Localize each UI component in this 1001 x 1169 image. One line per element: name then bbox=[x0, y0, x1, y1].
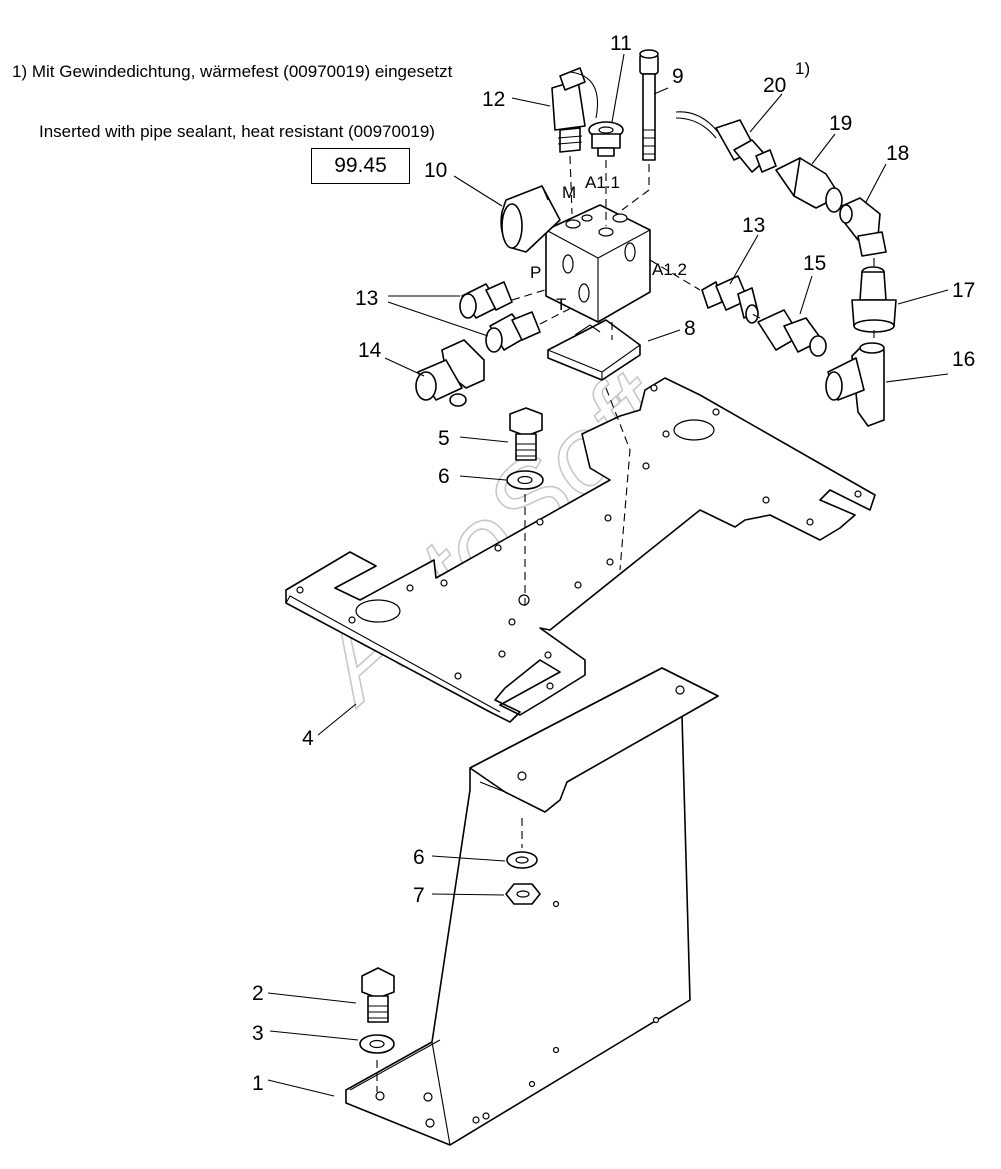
tee-fitting bbox=[825, 342, 885, 427]
test-coupling bbox=[551, 67, 599, 153]
installation-note: 1) Mit Gewindedichtung, wärmefest (00970… bbox=[12, 22, 452, 182]
washer-bolt-lower bbox=[359, 1034, 395, 1054]
callout-1: 1 bbox=[252, 1072, 264, 1095]
hex-bolt-upper bbox=[509, 407, 543, 461]
adapter-plate bbox=[547, 319, 641, 381]
nipple-left-lower bbox=[485, 311, 541, 353]
hex-bolt-lower bbox=[361, 967, 395, 1023]
callout-11: 11 bbox=[610, 32, 632, 55]
washer-lower bbox=[506, 851, 538, 869]
callout-14: 14 bbox=[358, 339, 382, 362]
port-label-a1-1: A1.1 bbox=[585, 173, 620, 192]
port-label-a1-2: A1.2 bbox=[652, 260, 687, 279]
port-label-t: T bbox=[556, 295, 566, 314]
swivel-elbow bbox=[415, 339, 485, 407]
callout-numbers: 1 2 3 4 5 6 6 7 8 9 10 11 12 13 13 14 15… bbox=[252, 32, 975, 1095]
nipple-left-upper bbox=[459, 281, 513, 319]
callout-20: 20 bbox=[763, 74, 786, 97]
nipple-right bbox=[701, 275, 759, 324]
callout-13-left: 13 bbox=[355, 287, 378, 310]
callout-4: 4 bbox=[302, 727, 314, 750]
callout-19: 19 bbox=[829, 112, 852, 135]
callout-2: 2 bbox=[252, 982, 264, 1005]
port-label-p: P bbox=[530, 263, 541, 282]
callout-7: 7 bbox=[413, 884, 425, 907]
callout-9: 9 bbox=[672, 65, 684, 88]
assembly-axes bbox=[376, 155, 875, 1092]
long-bolt bbox=[639, 49, 659, 161]
callout-20-footnote: 1) bbox=[795, 59, 810, 78]
callout-16: 16 bbox=[952, 348, 975, 371]
callout-6-lower: 6 bbox=[413, 846, 425, 869]
port-labels: M A1.1 P T A1.2 bbox=[530, 173, 687, 314]
callout-5: 5 bbox=[438, 427, 450, 450]
reference-box: 99.45 bbox=[311, 148, 410, 184]
callout-6-upper: 6 bbox=[438, 465, 450, 488]
pressure-switch bbox=[675, 111, 777, 173]
reducer-fitting bbox=[775, 157, 843, 213]
leader-lines bbox=[267, 53, 949, 1097]
bracket-stand bbox=[345, 667, 719, 1146]
washer-upper bbox=[506, 470, 544, 490]
callout-8: 8 bbox=[684, 317, 696, 340]
solenoid-coil bbox=[500, 185, 561, 253]
union-connector bbox=[757, 309, 827, 357]
straight-connector bbox=[851, 266, 897, 333]
screw-plug bbox=[588, 121, 624, 157]
callout-10: 10 bbox=[424, 159, 447, 182]
port-label-m: M bbox=[562, 183, 576, 202]
callout-18: 18 bbox=[886, 142, 909, 165]
base-plate bbox=[285, 377, 876, 723]
elbow-fitting bbox=[839, 197, 887, 257]
callout-13-right: 13 bbox=[742, 214, 765, 237]
valve-block bbox=[545, 204, 651, 323]
callout-17: 17 bbox=[952, 279, 975, 302]
note-line-german: 1) Mit Gewindedichtung, wärmefest (00970… bbox=[12, 62, 453, 81]
callout-15: 15 bbox=[803, 252, 826, 275]
callout-12: 12 bbox=[482, 88, 505, 111]
hex-nut bbox=[505, 883, 541, 905]
callout-3: 3 bbox=[252, 1022, 264, 1045]
note-line-english: Inserted with pipe sealant, heat resista… bbox=[39, 122, 435, 141]
